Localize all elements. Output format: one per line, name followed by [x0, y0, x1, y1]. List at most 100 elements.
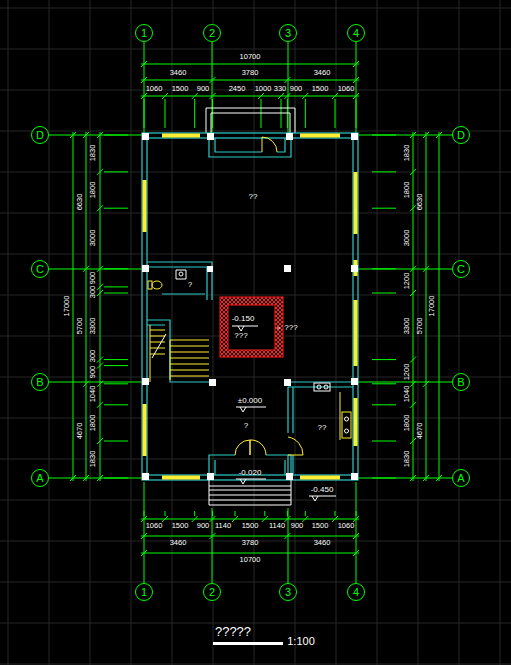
level-label: -0.150	[232, 315, 255, 323]
grid-axis	[49, 42, 452, 583]
wall	[147, 320, 212, 382]
dimension-text: 1060	[146, 522, 163, 530]
dimension-text: 1060	[146, 85, 163, 93]
dimension-text: 1140	[269, 522, 285, 530]
scale-label: 1:100	[287, 636, 315, 647]
dimension-text: 3300	[403, 318, 411, 335]
wall	[209, 138, 291, 157]
dimension-line	[83, 132, 89, 138]
dimension-text: 1830	[403, 451, 411, 468]
dimension-line	[104, 365, 128, 366]
column	[207, 473, 214, 480]
dimension-line	[104, 404, 128, 405]
dimension-line	[353, 77, 359, 83]
dimension-line	[305, 511, 306, 516]
grid-bubble: 1	[135, 583, 153, 601]
column	[351, 473, 358, 480]
kitchen-fixture	[314, 383, 330, 391]
grid-bubble: B	[452, 373, 470, 391]
dimension-line	[335, 99, 336, 128]
grid-bubble: 2	[203, 24, 221, 42]
dimension-line	[104, 383, 128, 384]
dimension-line	[104, 478, 128, 479]
grid-bubble: A	[452, 469, 470, 487]
dimension-line	[70, 132, 76, 138]
bathroom-fixture	[148, 270, 205, 294]
balcony-frame	[206, 108, 295, 133]
grid-bubble: 4	[347, 583, 365, 601]
dimension-line	[83, 475, 89, 481]
grid-bubble: D	[31, 126, 49, 144]
room-label: ???	[284, 324, 297, 332]
dimension-line	[141, 93, 147, 99]
dimension-line	[70, 61, 442, 556]
dimension-text: 300	[89, 350, 97, 363]
dimension-text: 4670	[76, 423, 84, 440]
dimension-line	[372, 293, 396, 294]
scale-bar	[213, 642, 283, 645]
dimension-line	[372, 441, 396, 442]
axis-label: 4	[353, 28, 359, 39]
dimension-line	[100, 132, 101, 481]
grid-bubble: B	[31, 373, 49, 391]
dimension-line	[210, 516, 216, 522]
dimension-line	[192, 93, 198, 99]
door-swing	[262, 137, 277, 152]
dimension-line	[423, 475, 429, 481]
dimension-line	[423, 266, 429, 272]
dimension-line	[353, 61, 359, 67]
dimension-text: 1800	[89, 182, 97, 199]
column	[142, 133, 149, 140]
sunken-pit	[220, 297, 283, 357]
dimension-text: 3460	[314, 69, 331, 77]
kitchen-fixture	[314, 383, 351, 440]
dimension-line	[97, 284, 103, 290]
dimension-line	[104, 286, 128, 287]
door-swing	[235, 137, 303, 455]
column	[207, 133, 214, 140]
axis-label: C	[36, 264, 44, 275]
column	[286, 473, 293, 480]
column	[351, 265, 358, 272]
dimension-text: 1500	[242, 522, 259, 530]
dimension-line	[284, 516, 290, 522]
level-mark	[236, 407, 266, 412]
dimension-text: 3300	[89, 318, 97, 335]
dimension-line	[413, 132, 414, 481]
dimension-line	[410, 357, 416, 363]
dimension-line	[372, 359, 396, 360]
opening	[216, 133, 284, 139]
dimension-line	[97, 381, 103, 387]
dimension-line	[141, 550, 147, 556]
dimension-line	[144, 99, 145, 128]
grid-axis	[144, 42, 356, 133]
bathroom-fixture	[179, 272, 183, 276]
grid-bubble: C	[31, 260, 49, 278]
dimension-line	[410, 475, 416, 481]
wall	[142, 133, 358, 480]
dimension-line	[165, 511, 166, 516]
dimension-line	[410, 266, 416, 272]
dimension-text: 1800	[403, 182, 411, 199]
bathroom-fixture	[152, 281, 162, 289]
dimension-line	[372, 404, 396, 405]
grid-bubble: A	[31, 469, 49, 487]
dimension-line	[353, 533, 359, 539]
dimension-line	[284, 93, 290, 99]
dimension-text: 17000	[63, 296, 71, 317]
dimension-line	[410, 381, 416, 387]
dimension-line	[97, 169, 103, 175]
dimension-line	[83, 266, 89, 272]
dimension-line	[258, 93, 264, 99]
dimension-text: 900	[89, 272, 97, 285]
level-label: ±0.000	[238, 397, 262, 405]
dimension-line	[165, 99, 166, 128]
dimension-text: 1830	[89, 145, 97, 162]
dimension-line	[104, 441, 128, 442]
opening	[216, 136, 284, 137]
entrance-steps	[209, 480, 291, 505]
dimension-line	[141, 96, 359, 97]
dimension-line	[194, 511, 195, 516]
grid-bubble: 3	[279, 24, 297, 42]
